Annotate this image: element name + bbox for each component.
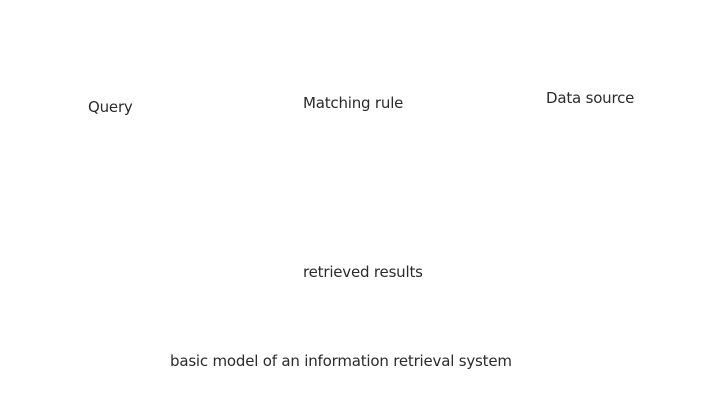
retrieved-results-node-label: retrieved results xyxy=(303,263,423,281)
matching-rule-node-label: Matching rule xyxy=(303,94,404,112)
query-node-label: Query xyxy=(88,98,133,116)
diagram-caption: basic model of an information retrieval … xyxy=(170,352,512,370)
data-source-node-label: Data source xyxy=(546,89,635,107)
